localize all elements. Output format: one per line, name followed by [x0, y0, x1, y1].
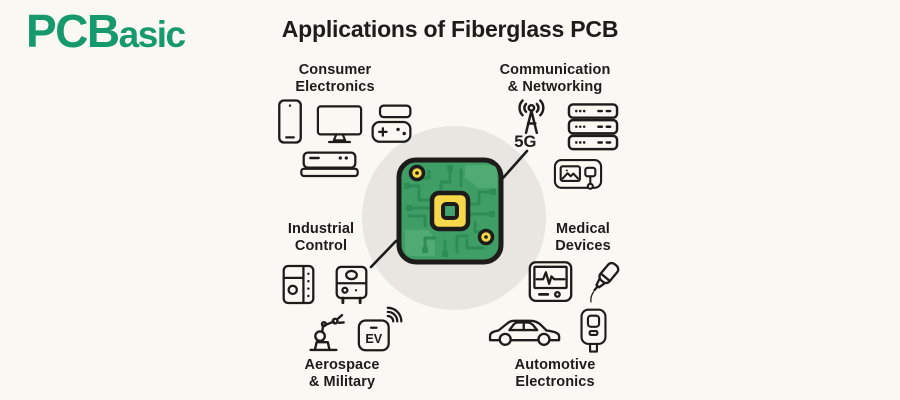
control-cabinet-icon: [280, 263, 317, 306]
machine-icon: [333, 263, 370, 306]
label-line: & Networking: [507, 78, 603, 95]
label-line: Industrial: [287, 221, 355, 237]
robot-arm-icon: [302, 308, 345, 354]
label-consumer-electronics: Consumer Electronics: [265, 62, 405, 96]
antenna-5g-label: 5G: [514, 132, 536, 151]
fiberglass-pcb-illustration: [395, 156, 505, 266]
ev-label: EV: [365, 332, 382, 346]
car-icon: [485, 311, 565, 350]
charging-station-icon: [577, 308, 610, 355]
media-player-icon: [299, 149, 360, 179]
label-medical-devices: Medical Devices: [513, 221, 653, 255]
syringe-icon: [583, 256, 623, 310]
label-line: Automotive: [514, 357, 596, 373]
label-line: Control: [294, 237, 348, 254]
label-line: Medical: [556, 221, 610, 237]
game-console-icon: [371, 104, 412, 145]
label-line: Electronics: [515, 373, 595, 390]
pcb-board-icon: [396, 157, 504, 265]
label-line: Consumer: [298, 62, 372, 78]
server-rack-icon: [566, 102, 620, 152]
logo-part-2: asic: [118, 14, 187, 55]
page-title: Applications of Fiberglass PCB: [281, 16, 619, 42]
pcb-chip-core: [441, 202, 459, 220]
label-communication-networking: Communication & Networking: [475, 62, 635, 96]
tablet-icon: [276, 97, 304, 146]
pcbasic-logo: PCBasic: [26, 5, 187, 57]
label-line: & Military: [308, 373, 376, 390]
label-automotive-electronics: Automotive Electronics: [485, 357, 625, 391]
ecg-monitor-icon: [527, 259, 574, 305]
router-icon: [553, 156, 603, 195]
ev-wireless-icon: EV: [356, 306, 406, 353]
logo-part-1: PCB: [26, 5, 120, 57]
label-line: Devices: [555, 237, 611, 254]
monitor-icon: [315, 104, 364, 144]
label-line: Electronics: [295, 78, 375, 95]
label-aerospace-military: Aerospace & Military: [272, 357, 412, 391]
label-industrial-control: Industrial Control: [251, 221, 391, 255]
antenna-5g-icon: 5G: [506, 98, 550, 151]
connector-line-networking: [501, 149, 529, 180]
connector-line-industrial: [369, 239, 398, 269]
label-line: Communication: [499, 62, 611, 78]
label-line: Aerospace: [304, 357, 380, 373]
